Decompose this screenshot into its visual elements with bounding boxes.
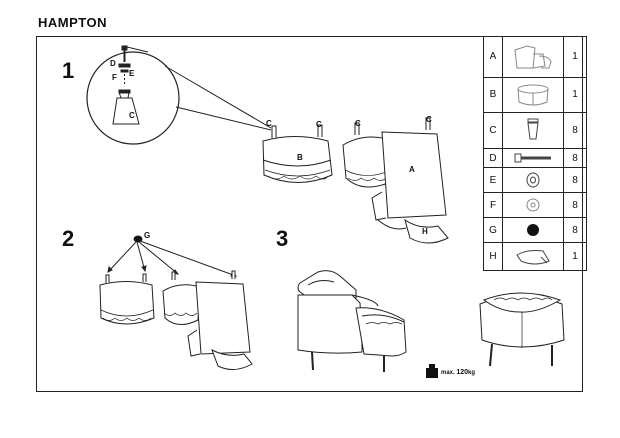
step-number-1: 1 [62, 58, 75, 83]
pouf-b-step1: B C C [262, 119, 333, 183]
part-quantity: 8 [563, 112, 587, 149]
bolt-d-icon [121, 45, 149, 62]
max-load-value: 120 [456, 369, 469, 376]
callout-a-step1: A [409, 165, 415, 174]
part-quantity: 1 [563, 242, 587, 271]
step-number-3: 3 [276, 226, 289, 251]
part-quantity: 8 [563, 217, 587, 244]
callout-c-step1c: C [355, 119, 361, 128]
part-quantity: 1 [563, 76, 587, 114]
washer-e-icon [118, 63, 131, 68]
armchair-a-step1: A H C C [342, 115, 449, 244]
weight-icon [426, 364, 438, 378]
callout-c-step1d: C [426, 115, 432, 124]
pouf-assembled [479, 292, 565, 367]
callout-c-detail: C [129, 111, 135, 120]
washer-icon [502, 167, 564, 194]
part-quantity: 1 [563, 36, 587, 78]
glide-pad-icon [502, 217, 564, 244]
max-load-unit: kg [468, 370, 476, 376]
callout-g-step2: G [144, 231, 150, 240]
max-load-label: max. 120kg [441, 369, 475, 376]
callout-f: F [112, 73, 117, 82]
callout-h-step1: H [422, 227, 428, 236]
pouf-b-step2 [99, 273, 155, 325]
leg-cap-icon [502, 112, 564, 149]
leg-cap-c-icon [112, 89, 140, 125]
max-load-prefix: max. [441, 370, 455, 376]
callout-c-step1b: C [316, 120, 322, 129]
callout-d: D [110, 59, 116, 68]
detail-magnifier: D E F C [86, 45, 272, 145]
page-title: HAMPTON [38, 15, 107, 30]
callout-c-step1a: C [266, 119, 272, 128]
cushion-icon [502, 242, 564, 271]
armchair-assembled [297, 270, 407, 372]
callout-b-step1: B [297, 153, 303, 162]
callout-e: E [129, 69, 135, 78]
glide-pad-g-step2: G [107, 231, 238, 277]
spring-washer-f-icon [120, 69, 129, 84]
armchair-shell-icon [502, 36, 564, 78]
spring-washer-icon [502, 192, 564, 219]
pouf-base-icon [502, 76, 564, 114]
armchair-a-step2 [162, 270, 253, 370]
step-number-2: 2 [62, 226, 75, 251]
